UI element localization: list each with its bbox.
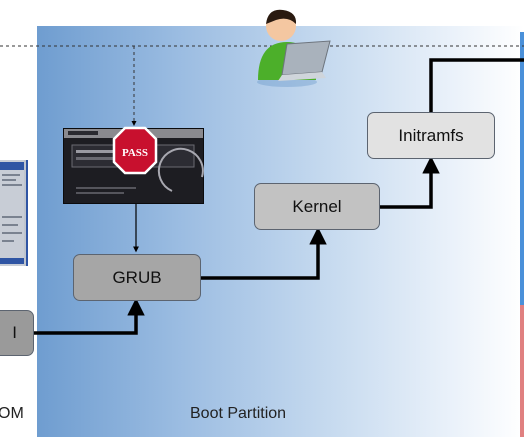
previous-stage-label: I [12, 323, 17, 342]
left-to-grub-arrow [34, 298, 145, 335]
boot-partition-caption: Boot Partition [190, 405, 287, 422]
boot-partition-region [37, 26, 524, 437]
right-region-edge-red [520, 305, 524, 437]
rom-region-caption: OM [0, 405, 24, 422]
grub-label: GRUB [112, 267, 162, 287]
initramfs-exit-line [429, 58, 524, 112]
initramfs-box: Initramfs [367, 112, 495, 159]
grub-to-kernel-arrow [201, 227, 327, 280]
bios-screen-graphic [0, 160, 24, 266]
kernel-label: Kernel [292, 196, 342, 216]
previous-stage-box: I [0, 310, 34, 356]
right-region-edge [520, 32, 524, 437]
kernel-box: Kernel [254, 183, 380, 230]
bios-screenshot-thumbnail [0, 160, 28, 266]
kernel-to-initramfs-arrow [380, 156, 440, 209]
grub-box: GRUB [73, 254, 201, 301]
initramfs-label: Initramfs [398, 125, 464, 145]
stop-sign-label: PASS [122, 147, 148, 159]
